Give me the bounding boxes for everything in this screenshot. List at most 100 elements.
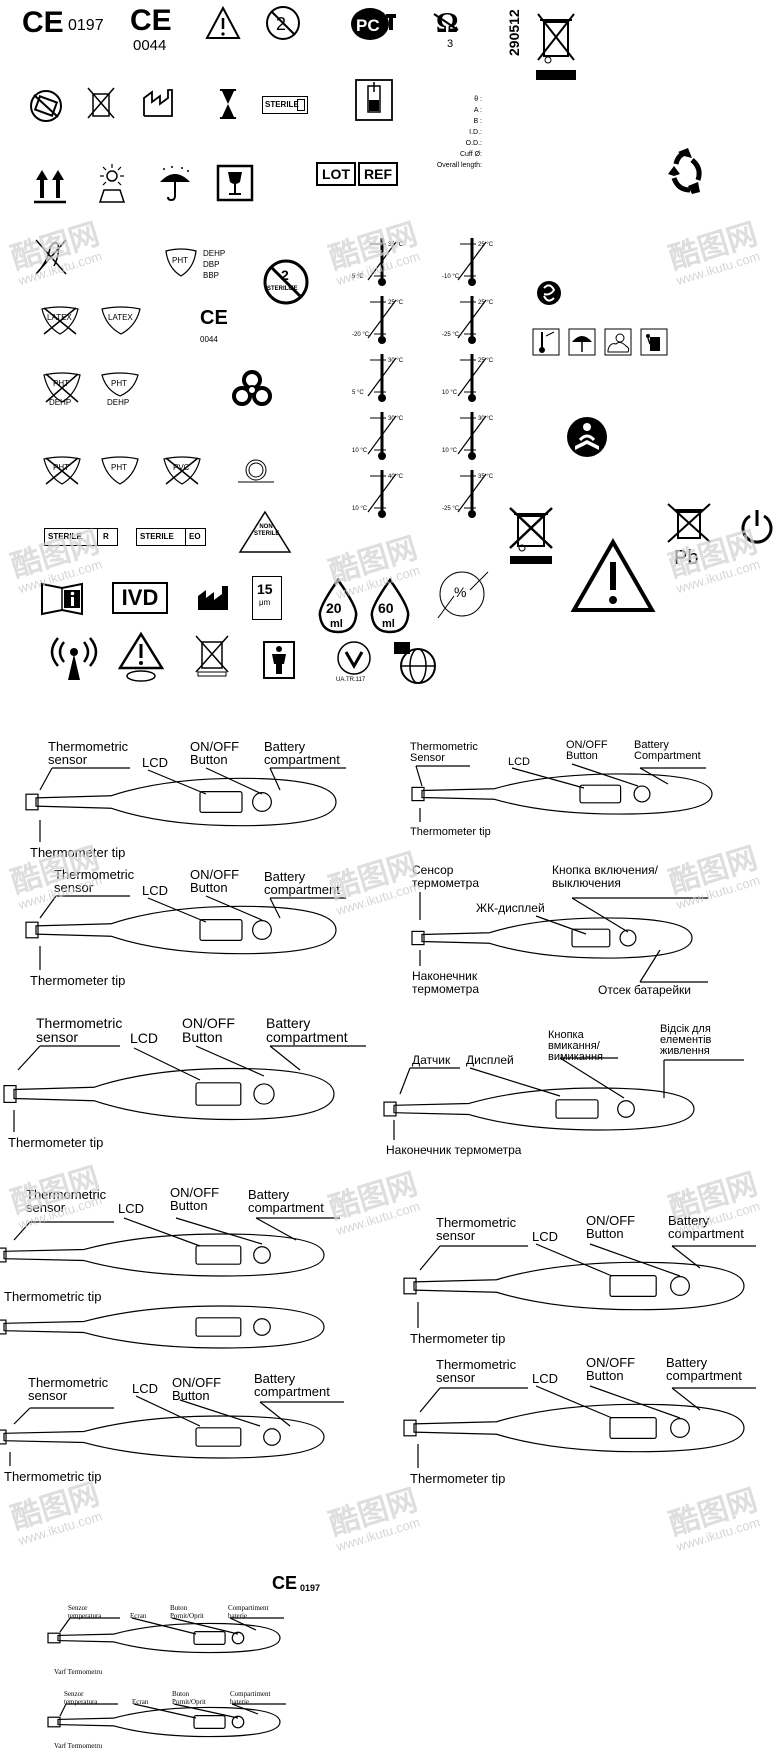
svg-text:2: 2 bbox=[281, 267, 289, 283]
onoff-button-label-ua: Кнопка вмикання/ вимикання bbox=[548, 1029, 603, 1063]
onoff-button bbox=[252, 792, 272, 812]
lcd-label-ru: ЖК-дисплей bbox=[476, 901, 545, 915]
thermometer-body bbox=[35, 777, 337, 827]
thermometer-tip bbox=[47, 1632, 61, 1644]
onoff-button bbox=[670, 1276, 690, 1296]
leader-line bbox=[195, 1045, 265, 1077]
leader-line bbox=[123, 1217, 201, 1247]
onoff-button-label: ON/OFF Button bbox=[190, 867, 240, 895]
ua-mark-label: UA.TR.117 bbox=[336, 677, 366, 683]
thermometer-body bbox=[3, 1305, 325, 1349]
latex-icon: LATEX bbox=[101, 306, 141, 335]
screen-label-ro: Ecran bbox=[132, 1698, 149, 1706]
temperature-upper-label: 25 °C bbox=[478, 358, 494, 364]
battery-label: Battery compartment bbox=[248, 1187, 324, 1215]
lcd-label: LCD bbox=[132, 1381, 159, 1396]
onoff-button-label: ON/OFF Button bbox=[586, 1355, 636, 1383]
sensor-label: Thermometric Sensor bbox=[410, 741, 478, 764]
temperature-lower-label: 10 °C bbox=[352, 506, 368, 512]
temperature-limit-icon: 25 °C-25 °C bbox=[442, 296, 494, 344]
onoff-button bbox=[670, 1418, 690, 1438]
temperature-limit-icon: 25 °C10 °C bbox=[442, 354, 494, 402]
temperature-limit-icon: 30 °C10 °C bbox=[442, 412, 494, 460]
do-not-resterilize-box-icon bbox=[355, 79, 393, 121]
thermometer-body bbox=[57, 1622, 281, 1654]
sensor-label-ru: Сенсор термометра bbox=[412, 863, 480, 890]
expiry-hourglass-icon bbox=[220, 89, 236, 119]
thermometer-tip bbox=[3, 1084, 17, 1103]
leader-line bbox=[419, 1387, 441, 1413]
sensor-label-ua: Датчик bbox=[412, 1053, 451, 1067]
lcd-screen bbox=[199, 790, 243, 813]
recycle-icon bbox=[668, 148, 702, 194]
temperature-lower-label: -25 °C bbox=[442, 506, 460, 512]
drop-volume-icon bbox=[370, 577, 410, 634]
onoff-button-label-ru: Кнопка включения/выключения bbox=[552, 863, 658, 890]
sterile-icon bbox=[297, 99, 305, 111]
keep-dry-icon bbox=[568, 328, 596, 356]
tip-label: Thermometer tip bbox=[410, 826, 491, 838]
onoff-button bbox=[231, 1631, 245, 1645]
ce-mark: CE bbox=[272, 1573, 298, 1593]
battery-label: Battery Compartment bbox=[634, 739, 701, 762]
warning-triangle-icon bbox=[205, 5, 241, 39]
onoff-button bbox=[231, 1715, 245, 1729]
global-export-icon bbox=[394, 642, 436, 684]
onoff-button-label: ON/OFF Button bbox=[182, 1015, 235, 1045]
lcd-screen bbox=[609, 1416, 657, 1439]
lcd-screen bbox=[609, 1274, 657, 1297]
lcd-screen bbox=[571, 928, 611, 948]
pvc-free-icon: PVC bbox=[163, 456, 201, 485]
leader-line bbox=[131, 1617, 197, 1635]
lcd-label: LCD bbox=[130, 1030, 159, 1046]
sterile-eo-symbol: STERILE EO bbox=[136, 528, 206, 546]
lcd-label-ua: Дисплей bbox=[466, 1053, 514, 1067]
onoff-button bbox=[633, 785, 651, 803]
thermometer-body bbox=[421, 917, 693, 959]
thermometer-tip bbox=[25, 921, 39, 939]
temperature-limit-icon: 35 °C-25 °C bbox=[442, 470, 494, 518]
thermometer-tip bbox=[0, 1247, 7, 1263]
onoff-button-label: ON/OFF Button bbox=[170, 1185, 220, 1213]
instructions-info-icon bbox=[41, 582, 83, 616]
dbp-label: DBP bbox=[203, 260, 220, 269]
leader-line bbox=[535, 915, 587, 935]
ivd-symbol: IVD bbox=[112, 582, 168, 614]
temperature-limit-icon: 35 °C5 °C bbox=[352, 238, 404, 286]
battery-label-ro: Compartiment baterie bbox=[228, 1604, 269, 1620]
leader-line bbox=[469, 1067, 561, 1097]
svg-text:PC: PC bbox=[356, 16, 380, 35]
thermometer-tip bbox=[403, 1277, 417, 1295]
button-label-ro: Buton Pornit/Oprit bbox=[170, 1604, 204, 1620]
leader-line bbox=[133, 1047, 201, 1081]
read-manual-icon bbox=[567, 417, 607, 457]
non-sterile-label: NON STERILE bbox=[254, 524, 280, 537]
button-label-ro: Buton Pornit/Oprit bbox=[172, 1690, 206, 1706]
thermometer-tip bbox=[25, 793, 39, 811]
temperature-upper-label: 25 °C bbox=[388, 300, 404, 306]
thermometer-body bbox=[3, 1415, 325, 1459]
tip-label-ro: Varf Termometru bbox=[54, 1668, 103, 1676]
thermometer-tip bbox=[411, 930, 425, 946]
sterile-label: STERILE bbox=[48, 532, 82, 541]
do-not-reuse-dropper-icon bbox=[35, 239, 67, 275]
weee-bin-icon bbox=[536, 13, 576, 80]
temperature-upper-label: 25 °C bbox=[478, 242, 494, 248]
warning-triangle-icon bbox=[570, 537, 656, 612]
screen-label-ro: Ecran bbox=[130, 1612, 147, 1620]
thermometer-body bbox=[35, 905, 337, 955]
leader-line bbox=[399, 1067, 411, 1095]
keep-from-sunlight-icon bbox=[98, 164, 126, 203]
leader-line bbox=[671, 1245, 701, 1269]
lcd-label: LCD bbox=[508, 756, 531, 768]
leader-line bbox=[13, 1407, 31, 1425]
temperature-lower-label: -20 °C bbox=[352, 332, 370, 338]
lcd-screen bbox=[195, 1427, 242, 1447]
thermometer-tip bbox=[403, 1419, 417, 1437]
sensor-label: Thermometric sensor bbox=[436, 1215, 517, 1243]
lcd-screen bbox=[199, 918, 243, 941]
weee-bin-icon bbox=[195, 635, 229, 677]
onoff-button bbox=[619, 929, 637, 947]
temperature-limit-grid: 35 °C5 °C25 °C-10 °C25 °C-20 °C25 °C-25 … bbox=[352, 238, 494, 518]
svg-text:LATEX: LATEX bbox=[108, 313, 133, 322]
